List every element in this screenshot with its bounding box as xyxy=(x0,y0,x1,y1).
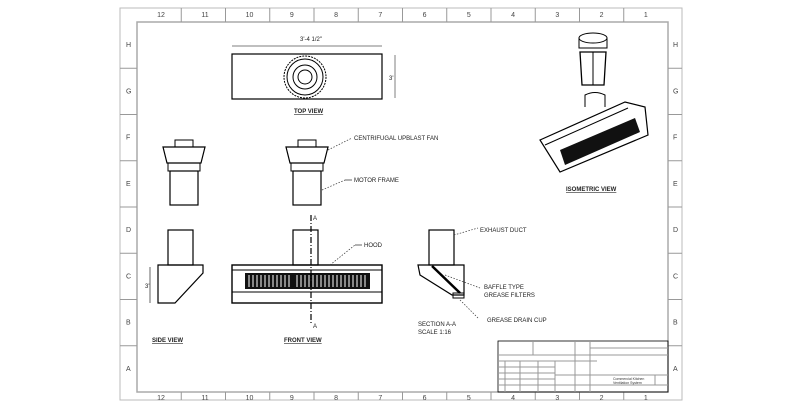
row-label: B xyxy=(126,320,131,327)
column-label: 10 xyxy=(246,12,254,19)
column-label: 4 xyxy=(511,395,515,402)
column-label: 10 xyxy=(246,395,254,402)
top-view-title: TOP VIEW xyxy=(294,109,323,115)
exhaust-duct-callout: EXHAUST DUCT xyxy=(480,228,527,234)
front-view-title: FRONT VIEW xyxy=(284,338,322,344)
row-label: H xyxy=(126,42,131,49)
row-label: F xyxy=(673,135,677,142)
filters-callout-1: BAFFLE TYPE xyxy=(484,285,524,291)
section-mark-bottom: A xyxy=(313,324,317,330)
front-view: A A HOOD FRONT VIEW xyxy=(231,215,383,344)
top-view: 3'-4 1/2" 3' TOP VIEW xyxy=(231,37,396,115)
row-label: A xyxy=(673,366,678,373)
row-label: C xyxy=(673,273,678,280)
column-label: 2 xyxy=(600,395,604,402)
section-scale: SCALE 1:16 xyxy=(418,330,452,336)
column-label: 4 xyxy=(511,12,515,19)
inner-border xyxy=(136,21,669,393)
side-view-title: SIDE VIEW xyxy=(152,338,183,344)
column-label: 1 xyxy=(644,12,648,19)
isometric-view: ISOMETRIC VIEW xyxy=(539,32,649,193)
height-dimension: 3' xyxy=(145,284,149,290)
column-label: 7 xyxy=(378,395,382,402)
drain-cup-callout: GREASE DRAIN CUP xyxy=(487,318,547,324)
section-mark-top: A xyxy=(313,216,317,222)
row-label: D xyxy=(126,227,131,234)
column-label: 5 xyxy=(467,395,471,402)
column-label: 11 xyxy=(201,12,208,19)
title-line-2: Ventilation System xyxy=(613,381,642,385)
column-label: 12 xyxy=(157,12,165,19)
column-label: 9 xyxy=(290,395,294,402)
row-label: E xyxy=(673,181,678,188)
row-label: F xyxy=(126,135,130,142)
side-view: 3' SIDE VIEW xyxy=(145,229,204,344)
hood-callout: HOOD xyxy=(364,243,383,249)
section-a-a: EXHAUST DUCT BAFFLE TYPE GREASE FILTERS … xyxy=(417,227,547,336)
column-label: 2 xyxy=(600,12,604,19)
column-label: 3 xyxy=(555,395,559,402)
column-label: 1 xyxy=(644,395,648,402)
row-label: A xyxy=(126,366,131,373)
isometric-view-title: ISOMETRIC VIEW xyxy=(566,187,617,193)
row-label: E xyxy=(126,181,131,188)
column-label: 3 xyxy=(555,12,559,19)
column-label: 6 xyxy=(423,12,427,19)
column-label: 11 xyxy=(201,395,208,402)
column-label: 8 xyxy=(334,12,338,19)
column-label: 12 xyxy=(157,395,165,402)
fan-center: CENTRIFUGAL UPBLAST FAN MOTOR FRAME xyxy=(285,136,438,206)
motor-frame-callout: MOTOR FRAME xyxy=(354,178,399,184)
row-label: C xyxy=(126,273,131,280)
column-label: 6 xyxy=(423,395,427,402)
column-label: 8 xyxy=(334,395,338,402)
row-label: H xyxy=(673,42,678,49)
row-label: B xyxy=(673,320,678,327)
fan-left xyxy=(162,139,206,206)
title-line-1: Commercial Kitchen xyxy=(613,377,644,381)
column-label: 9 xyxy=(290,12,294,19)
width-dimension: 3'-4 1/2" xyxy=(300,37,322,43)
section-title: SECTION A-A xyxy=(418,322,456,328)
row-label: G xyxy=(126,88,131,95)
title-block: Commercial Kitchen Ventilation System xyxy=(497,340,669,393)
fan-callout: CENTRIFUGAL UPBLAST FAN xyxy=(354,136,438,142)
depth-dimension: 3' xyxy=(389,76,393,82)
row-label: D xyxy=(673,227,678,234)
column-label: 5 xyxy=(467,12,471,19)
column-label: 7 xyxy=(378,12,382,19)
row-label: G xyxy=(673,88,678,95)
filters-callout-2: GREASE FILTERS xyxy=(484,293,535,299)
